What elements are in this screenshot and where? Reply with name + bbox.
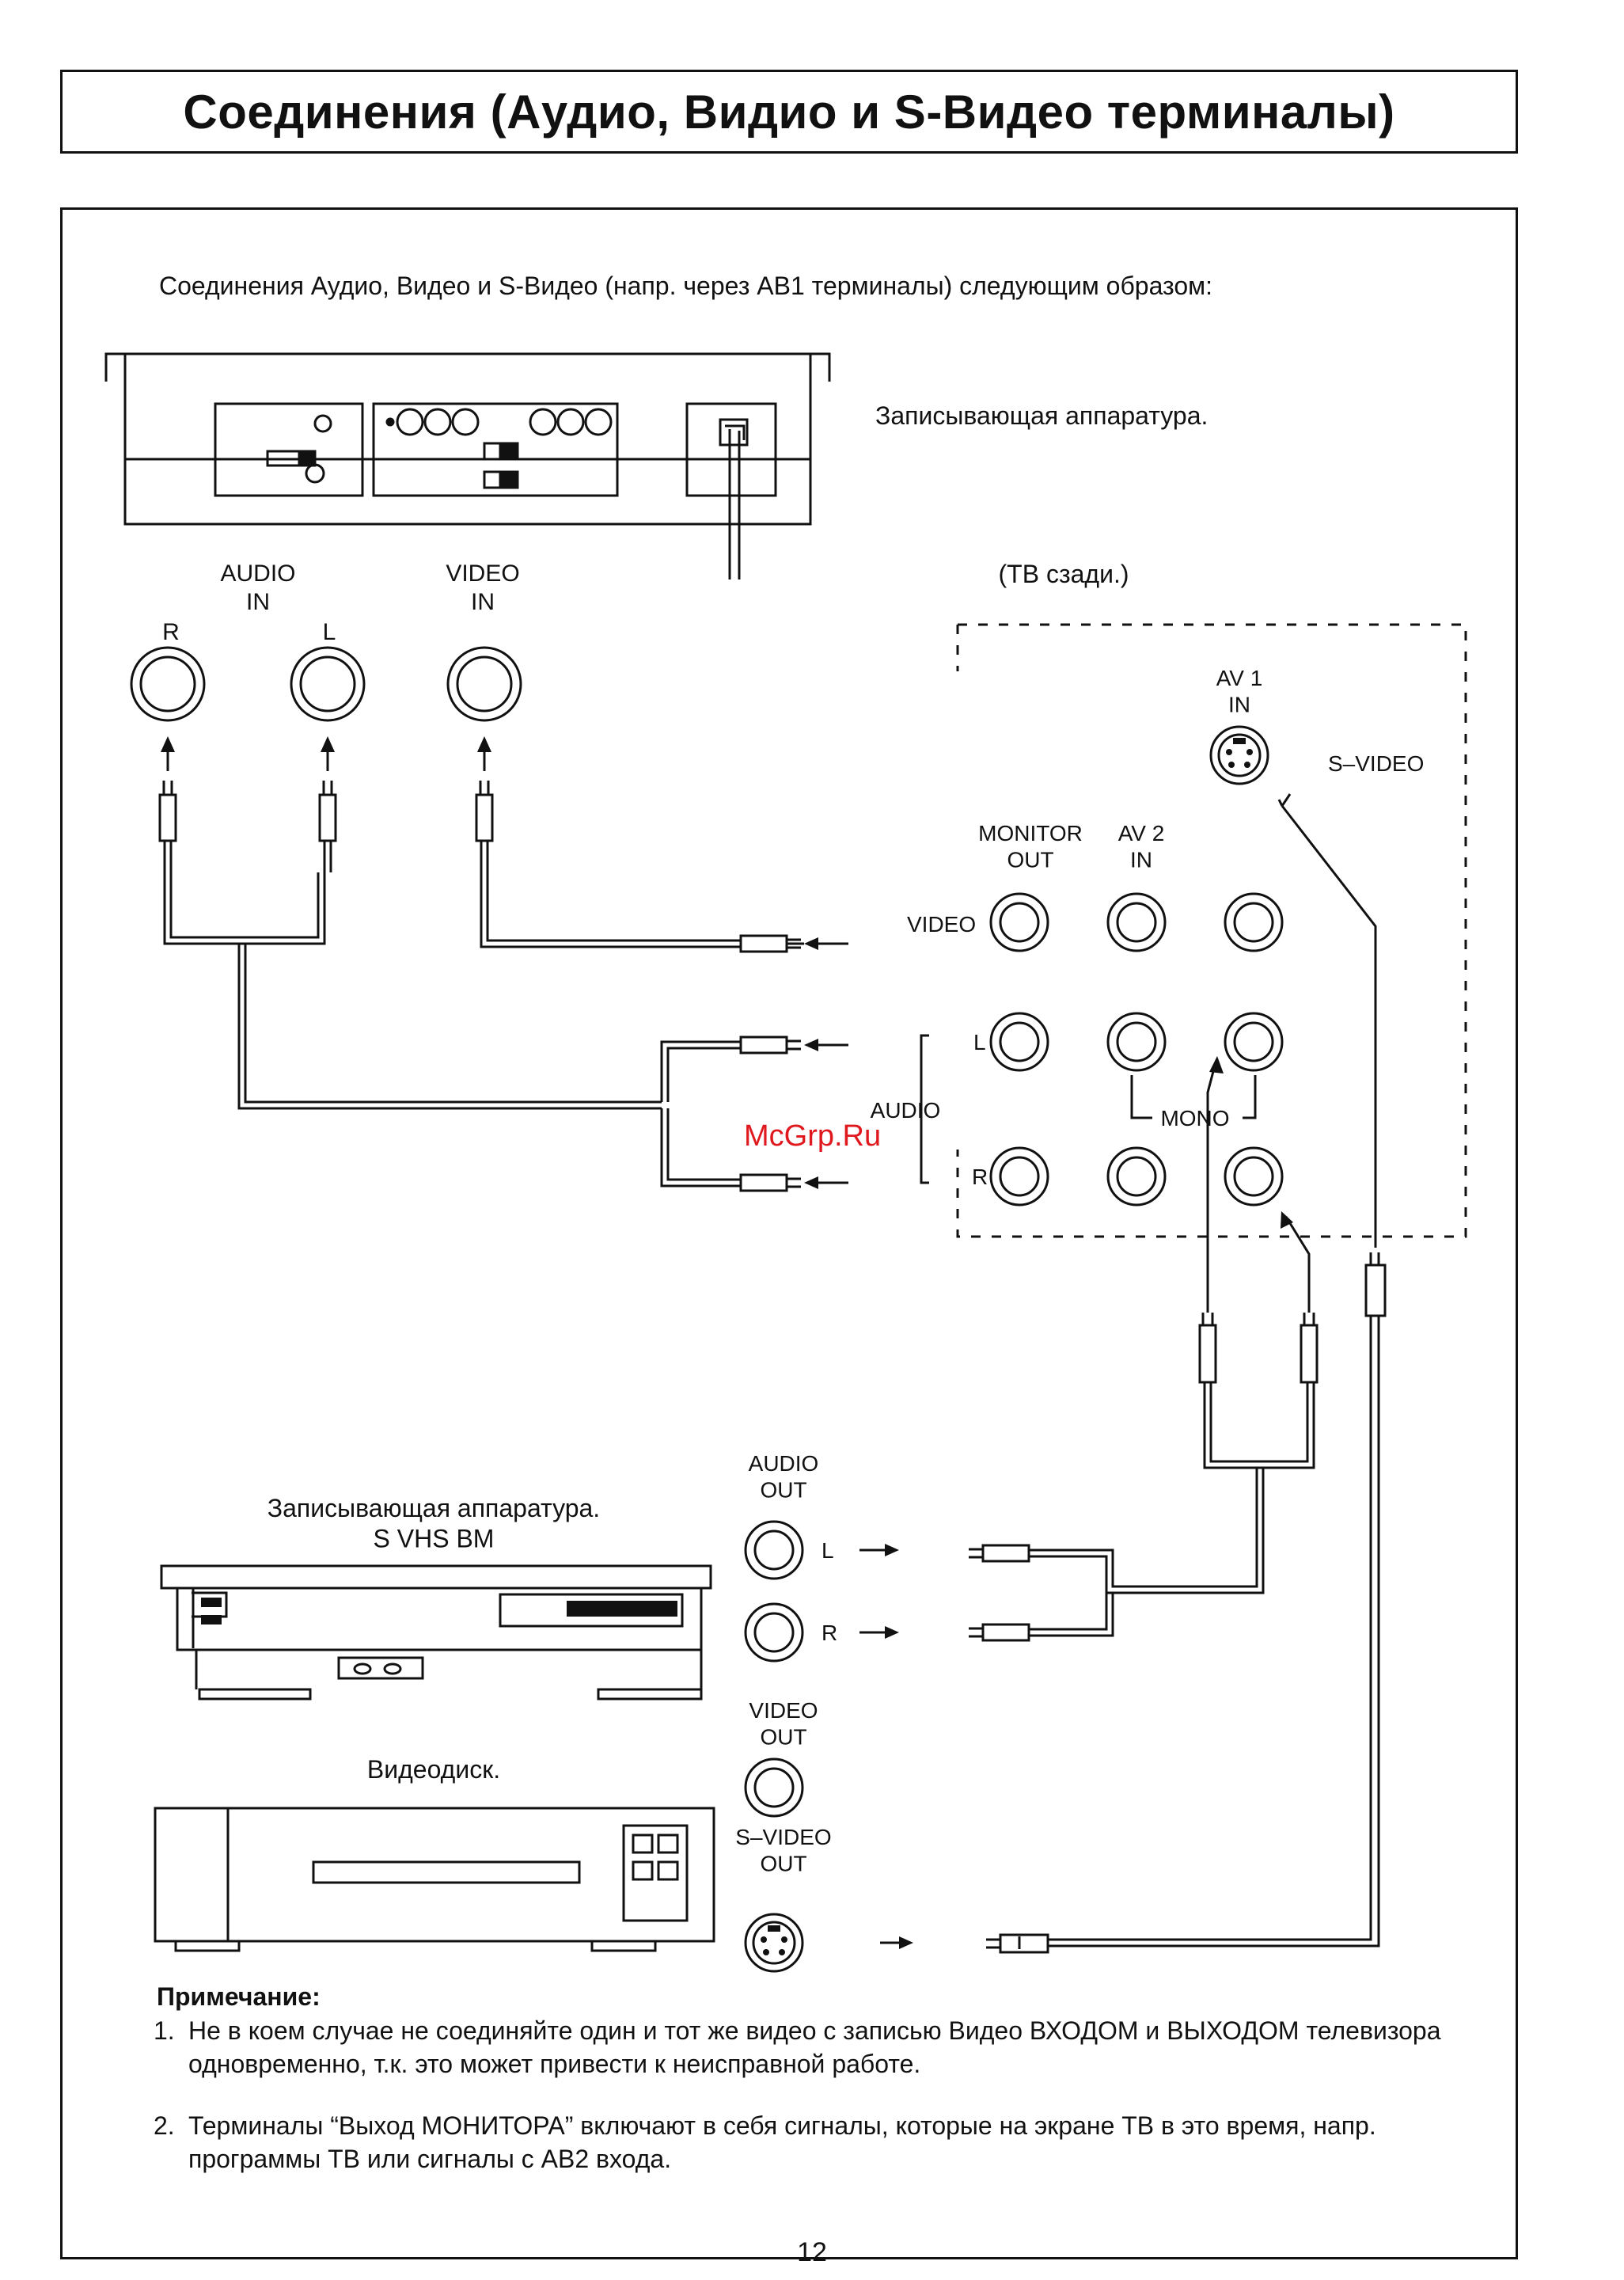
mono-bracket [1130, 1075, 1257, 1119]
intro-text: Соединения Аудио, Видео и S-Видео (напр.… [159, 272, 1213, 300]
videodisc-player-icon [154, 1807, 715, 1952]
recorder-audio-in-l-jack [290, 646, 366, 722]
tv-monitor-out-r-jack [989, 1146, 1049, 1206]
recorder-l-label: L [323, 619, 336, 645]
note-1-text: Не в коем случае не соединяйте один и то… [188, 2016, 1441, 2078]
audio-bracket [920, 1034, 929, 1184]
tv-av1-r-jack [1224, 1146, 1284, 1206]
s-video-cable [986, 793, 1387, 1954]
rca-plug-r-vertical [158, 781, 177, 872]
tv-audio-label: AUDIO [871, 1098, 941, 1123]
tv-mono-label: MONO [1160, 1106, 1229, 1130]
tv-output-arrows [804, 937, 848, 1189]
source-video-out-jack [744, 1758, 804, 1818]
recorder-video-in-jack [446, 646, 522, 722]
tv-rear-outline [956, 623, 1467, 1238]
recorder-r-label: R [162, 619, 180, 645]
note-item-1: 1. Не в коем случае не соединяйте один и… [154, 2014, 1499, 2080]
tv-av1-l-jack [1224, 1012, 1284, 1072]
source-audio-out-r-jack [744, 1602, 804, 1662]
content-frame: Соединения Аудио, Видео и S-Видео (напр.… [60, 207, 1518, 2259]
tv-av2-l-jack [1106, 1012, 1167, 1072]
source-l-label: L [821, 1538, 834, 1563]
watermark: McGrp.Ru [744, 1119, 882, 1153]
tv-s-video-label: S–VIDEO [1328, 751, 1424, 776]
tv-av1-video-jack [1224, 892, 1284, 952]
title-box: Соединения (Аудио, Видио и S-Видео терми… [60, 70, 1518, 154]
videodisc-caption: Видеодиск. [367, 1755, 500, 1784]
tv-monitor-out-video-jack [989, 892, 1049, 952]
note-2-number: 2. [154, 2111, 175, 2140]
tv-video-label: VIDEO [907, 912, 976, 937]
tv-av2-r-jack [1106, 1146, 1167, 1206]
connection-diagram: Записывающая аппаратура. (ТВ сзади.) AUD… [104, 352, 1467, 1973]
note-1-number: 1. [154, 2016, 175, 2045]
tv-r-label: R [972, 1165, 988, 1189]
recorder-audio-in-r-jack [130, 646, 206, 722]
recorder-rear-panel-icon [104, 352, 831, 580]
rca-plug-audio-l-horizontal [739, 1036, 801, 1054]
notes-heading: Примечание: [157, 1982, 321, 2011]
tv-rear-caption: (ТВ сзади.) [999, 560, 1129, 588]
rca-plug-video-vertical [475, 781, 494, 872]
rca-plug-l-vertical [318, 781, 337, 872]
page-number: 12 [797, 2237, 827, 2267]
svhs-caption: Записывающая аппаратура.S VHS ВМ [268, 1494, 600, 1552]
note-2-text: Терминалы “Выход МОНИТОРА” включают в се… [188, 2111, 1376, 2173]
tv-l-label: L [973, 1030, 986, 1054]
recorder-input-arrows [161, 736, 491, 752]
rca-plug-audio-r-horizontal [739, 1173, 801, 1192]
source-audio-out-l-jack [744, 1520, 804, 1580]
source-output-arrows [859, 1544, 913, 1949]
vcr-icon [160, 1564, 712, 1700]
tv-av2-video-jack [1106, 892, 1167, 952]
source-s-video-out-jack [744, 1913, 804, 1973]
audio-cable-to-recorder [163, 872, 741, 1188]
page-title: Соединения (Аудио, Видио и S-Видео терми… [183, 85, 1395, 139]
source-r-label: R [821, 1621, 837, 1645]
video-cable-to-recorder [480, 872, 741, 948]
note-item-2: 2. Терминалы “Выход МОНИТОРА” включают в… [154, 2109, 1499, 2176]
tv-s-video-in-jack [1209, 725, 1269, 785]
tv-monitor-out-l-jack [989, 1012, 1049, 1072]
recorder-top-caption: Записывающая аппаратура. [875, 401, 1208, 430]
av1-audio-cable [969, 1062, 1319, 1642]
